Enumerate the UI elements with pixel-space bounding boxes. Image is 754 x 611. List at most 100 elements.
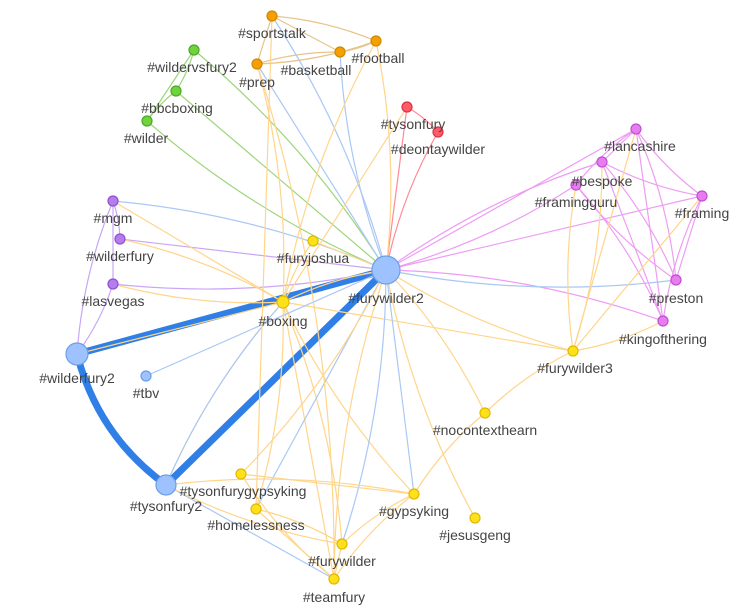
- node-label-deontaywilder: #deontaywilder: [391, 141, 486, 157]
- edge-bbcboxing-furywilder2: [175, 90, 387, 271]
- node-label-homelessness: #homelessness: [207, 517, 304, 533]
- edge-boxing-furywilder: [282, 301, 343, 545]
- nodes: [65, 10, 708, 585]
- edge-bespoke-framing: [601, 161, 703, 197]
- node-label-basketball: #basketball: [281, 62, 352, 78]
- edge-gypsyking-teamfury: [333, 493, 415, 580]
- node-label-preston: #preston: [649, 290, 703, 306]
- edge-boxing-teamfury: [282, 301, 335, 580]
- node-label-bespoke: #bespoke: [572, 173, 633, 189]
- node-bespoke[interactable]: [596, 156, 608, 168]
- edge-boxing-gypsyking: [282, 301, 415, 495]
- edge-framing-furywilder2: [385, 195, 703, 271]
- edge-boxing-wilderfury2: [76, 301, 284, 355]
- edge-furywilder3-boxing: [282, 301, 574, 352]
- node-label-lancashire: #lancashire: [604, 138, 676, 154]
- edge-wilder-furywilder2: [146, 120, 387, 271]
- node-label-gypsyking: #gypsyking: [379, 503, 449, 519]
- node-nocontexthearn[interactable]: [479, 407, 491, 419]
- node-label-bbcboxing: #bbcboxing: [141, 100, 213, 116]
- edge-furywilder3-framing: [572, 195, 703, 352]
- edge-boxing-wilderfury: [119, 238, 284, 303]
- edge-tbv-furywilder2: [145, 269, 387, 377]
- edge-framingguru-kingofthering: [575, 184, 664, 322]
- node-sportstalk[interactable]: [266, 10, 278, 22]
- edge-tysonfury2-furywilder: [165, 484, 343, 545]
- edge-prep-basketball: [256, 51, 341, 65]
- node-label-jesusgeng: #jesusgeng: [439, 527, 511, 543]
- edge-boxing-football: [282, 40, 377, 303]
- edge-bespoke-furywilder2: [385, 161, 603, 271]
- node-labels: #sportstalk#football#basketball#prep#wil…: [39, 25, 729, 605]
- node-preston[interactable]: [670, 274, 682, 286]
- node-jesusgeng[interactable]: [469, 512, 481, 524]
- edge-homelessness-teamfury: [255, 508, 335, 580]
- edge-furywilder2-tysonfury2: [163, 267, 389, 488]
- node-lasvegas[interactable]: [107, 278, 119, 290]
- node-label-framing: #framing: [675, 205, 729, 221]
- edge-sportstalk-basketball: [271, 15, 341, 53]
- edge-lancashire-furywilder2: [385, 128, 637, 271]
- edge-gypsyking-furywilder: [341, 493, 415, 545]
- edge-furywilder3-nocontexthearn: [484, 350, 574, 414]
- node-bbcboxing[interactable]: [170, 85, 182, 97]
- edges: [73, 15, 703, 580]
- node-tysonfury[interactable]: [401, 101, 413, 113]
- edge-furywilder3-bespoke: [572, 161, 603, 352]
- node-furywilder2[interactable]: [371, 255, 401, 285]
- node-label-wildervsfury2: #wildervsfury2: [147, 59, 237, 75]
- node-label-kingofthering: #kingofthering: [619, 331, 707, 347]
- node-label-lasvegas: #lasvegas: [81, 293, 144, 309]
- edge-lancashire-kingofthering: [635, 128, 664, 322]
- edge-boxing-tysonfury2: [165, 301, 284, 486]
- edge-sportstalk-furywilder2: [271, 15, 387, 271]
- node-mgm[interactable]: [107, 195, 119, 207]
- edge-gypsyking-furywilder2: [385, 269, 415, 495]
- node-wildervsfury2[interactable]: [188, 44, 200, 56]
- edge-lancashire-framing: [635, 128, 703, 197]
- edge-boxing-homelessness: [255, 301, 284, 510]
- node-basketball[interactable]: [334, 46, 346, 58]
- node-teamfury[interactable]: [328, 573, 340, 585]
- node-wilderfury2[interactable]: [65, 342, 89, 366]
- edge-furywilder3-furywilder2: [385, 269, 574, 352]
- node-label-football: #football: [352, 50, 405, 66]
- edge-prep-teamfury: [256, 63, 335, 580]
- node-furywilder[interactable]: [336, 538, 348, 550]
- edge-basketball-furywilder2: [339, 51, 387, 271]
- node-label-furywilder3: #furywilder3: [537, 360, 613, 376]
- edge-framingguru-lancashire: [575, 128, 637, 186]
- node-gypsyking[interactable]: [408, 488, 420, 500]
- node-label-tysonfurygypsyking: #tysonfurygypsyking: [180, 483, 307, 499]
- node-label-mgm: #mgm: [94, 210, 133, 226]
- node-prep[interactable]: [251, 58, 263, 70]
- edge-wilderfury2-tysonfury2: [73, 353, 169, 488]
- edge-football-furywilder2: [375, 40, 392, 271]
- node-framingguru[interactable]: [570, 179, 582, 191]
- node-label-tysonfury2: #tysonfury2: [130, 498, 203, 514]
- node-framing[interactable]: [696, 190, 708, 202]
- node-football[interactable]: [370, 35, 382, 47]
- node-tysonfurygypsyking[interactable]: [235, 468, 247, 480]
- edge-furywilder-furywilder2: [341, 269, 387, 545]
- node-wilder[interactable]: [141, 115, 153, 127]
- node-lancashire[interactable]: [630, 123, 642, 135]
- node-wilderfury[interactable]: [114, 233, 126, 245]
- node-tbv[interactable]: [140, 370, 152, 382]
- node-tysonfury2[interactable]: [155, 474, 177, 496]
- edge-lancashire-preston: [635, 128, 677, 281]
- edge-boxing-tysonfury: [282, 106, 408, 303]
- edge-wilderfury-furywilder2: [119, 238, 387, 271]
- node-label-teamfury: #teamfury: [303, 589, 365, 605]
- edge-bespoke-kingofthering: [601, 161, 664, 322]
- edge-sportstalk-football: [271, 15, 377, 42]
- edge-deontaywilder-furywilder2: [385, 131, 439, 271]
- node-furywilder3[interactable]: [567, 345, 579, 357]
- node-kingofthering[interactable]: [657, 315, 669, 327]
- node-homelessness[interactable]: [250, 503, 262, 515]
- edge-framing-preston: [675, 195, 703, 281]
- node-furyjoshua[interactable]: [307, 235, 319, 247]
- edge-framingguru-preston: [575, 184, 677, 281]
- node-deontaywilder[interactable]: [432, 126, 444, 138]
- node-boxing[interactable]: [276, 295, 290, 309]
